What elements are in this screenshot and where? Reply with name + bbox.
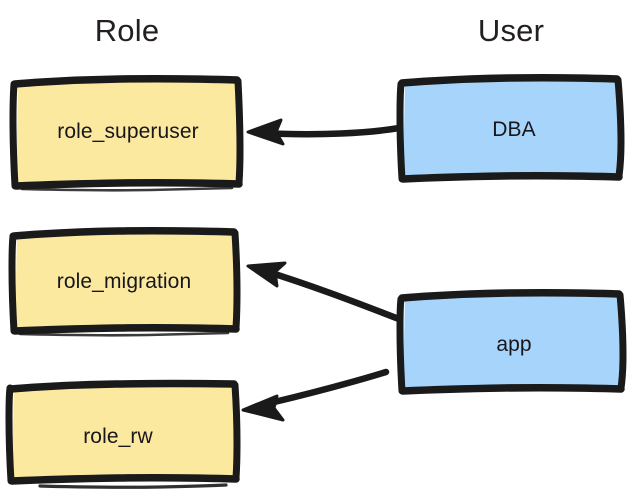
node-app-shape [396, 288, 627, 395]
edge-app-to-role-migration [246, 261, 403, 323]
node-dba-shape [396, 73, 625, 183]
node-dba[interactable] [400, 77, 620, 178]
node-role-superuser-shape [9, 74, 244, 192]
node-role-migration[interactable] [12, 230, 238, 330]
edge-dba-to-role-superuser [246, 118, 403, 146]
edge-app-to-role-rw [241, 368, 390, 422]
node-label-dba: DBA [492, 118, 536, 141]
node-role-rw[interactable] [8, 382, 238, 479]
node-label-role-migration: role_migration [56, 270, 192, 293]
column-header-role: Role [94, 13, 160, 48]
column-header-user: User [477, 13, 545, 48]
node-label-role-rw: role_rw [83, 425, 153, 448]
node-label-app: app [496, 333, 532, 356]
node-role-superuser[interactable] [13, 78, 240, 185]
node-label-role-superuser: role_superuser [57, 120, 199, 143]
node-role-migration-shape [8, 226, 241, 337]
node-app[interactable] [400, 292, 622, 390]
node-role-rw-shape [5, 379, 241, 489]
